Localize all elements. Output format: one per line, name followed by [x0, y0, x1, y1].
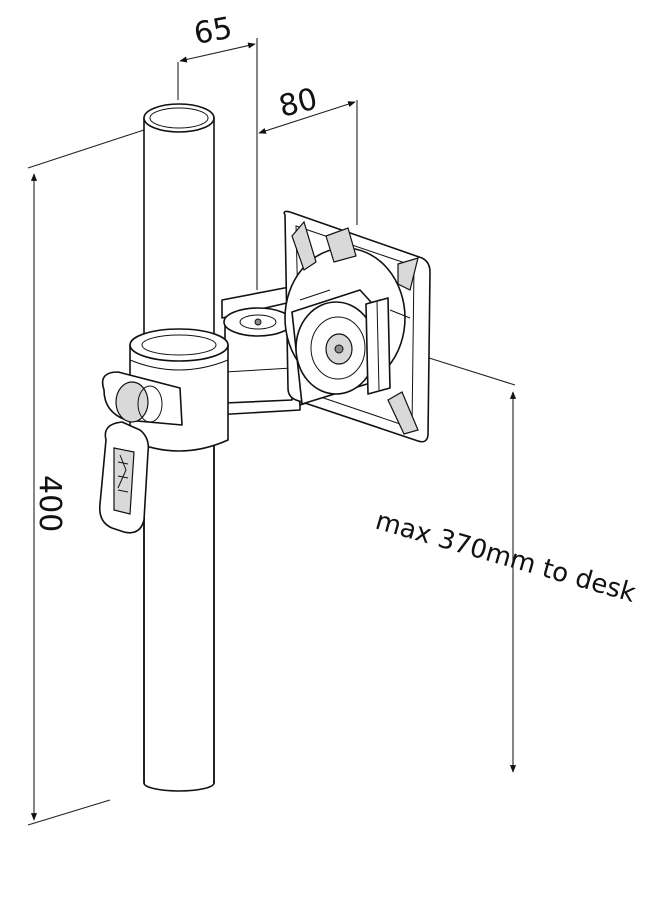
dimension-arrow	[179, 42, 256, 63]
vesa-plate	[283, 210, 431, 443]
clamp-collar-top	[129, 328, 229, 362]
vesa-slot	[397, 257, 419, 291]
vesa-clip	[325, 227, 357, 263]
clamp-lever	[98, 371, 183, 534]
dimension-80: 80	[258, 82, 358, 225]
pole-top-cap	[143, 103, 215, 133]
dimension-65: 65	[177, 11, 258, 290]
extension-line	[27, 127, 151, 169]
dimension-label-65: 65	[191, 11, 235, 52]
vesa-slot	[291, 220, 317, 271]
desk-clearance-label: max 370mm to desk	[372, 506, 639, 609]
pole-top-inner	[149, 107, 209, 129]
dimension-arrow	[258, 101, 356, 134]
dimension-400: 400	[27, 127, 151, 826]
mount-arm	[213, 284, 301, 416]
extension-line	[27, 799, 111, 826]
vesa-slot	[387, 391, 419, 435]
dimension-label-400: 400	[32, 475, 67, 532]
dimension-label-80: 80	[275, 82, 321, 125]
